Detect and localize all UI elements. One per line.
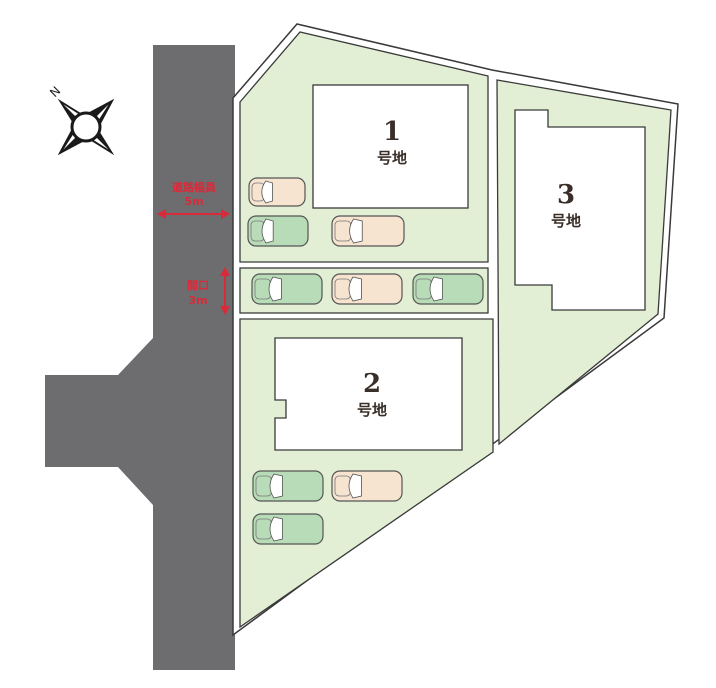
car [331,470,403,502]
car-windshield [268,276,282,302]
car [331,215,405,247]
car-windshield [269,516,283,542]
car-windshield [348,276,362,302]
car-windshield [429,276,443,302]
car-body [331,470,403,502]
car-body [331,273,403,305]
lot-2-label: 号地 [357,401,387,419]
car-body [412,273,484,305]
cars [247,177,484,545]
lot-1-number: 1 [383,117,401,147]
road-width-label: 道路幅員 [172,180,216,194]
car [251,273,323,305]
car [331,273,403,305]
car [252,470,324,502]
frontage-value: 3m [188,294,207,307]
lot-3-number: 3 [557,180,575,210]
lot-2-number: 2 [363,369,381,399]
road [45,45,235,670]
road-width-value: 5m [184,195,203,208]
building-lot-2 [274,337,463,451]
car-body [252,513,324,545]
car [412,273,484,305]
frontage-label: 間口 [187,279,209,292]
frontage-arrow [220,267,230,315]
building-lot-3 [514,109,646,311]
car-body [251,273,323,305]
car-body [252,470,324,502]
car [248,177,306,207]
car [252,513,324,545]
lot-1-label: 号地 [377,149,407,167]
car-body [331,215,405,247]
car-body [248,177,306,207]
car-windshield [348,473,362,499]
lot-3-label: 号地 [551,212,581,230]
car-body [247,215,309,247]
car-windshield [269,473,283,499]
compass-north-label: N [47,84,63,100]
compass-rose-icon [57,98,115,156]
road-width-arrow [157,209,230,219]
car-windshield [349,218,363,244]
building-lot-1 [312,84,469,209]
car-windshield [261,218,274,244]
car-windshield [261,180,273,204]
car [247,215,309,247]
